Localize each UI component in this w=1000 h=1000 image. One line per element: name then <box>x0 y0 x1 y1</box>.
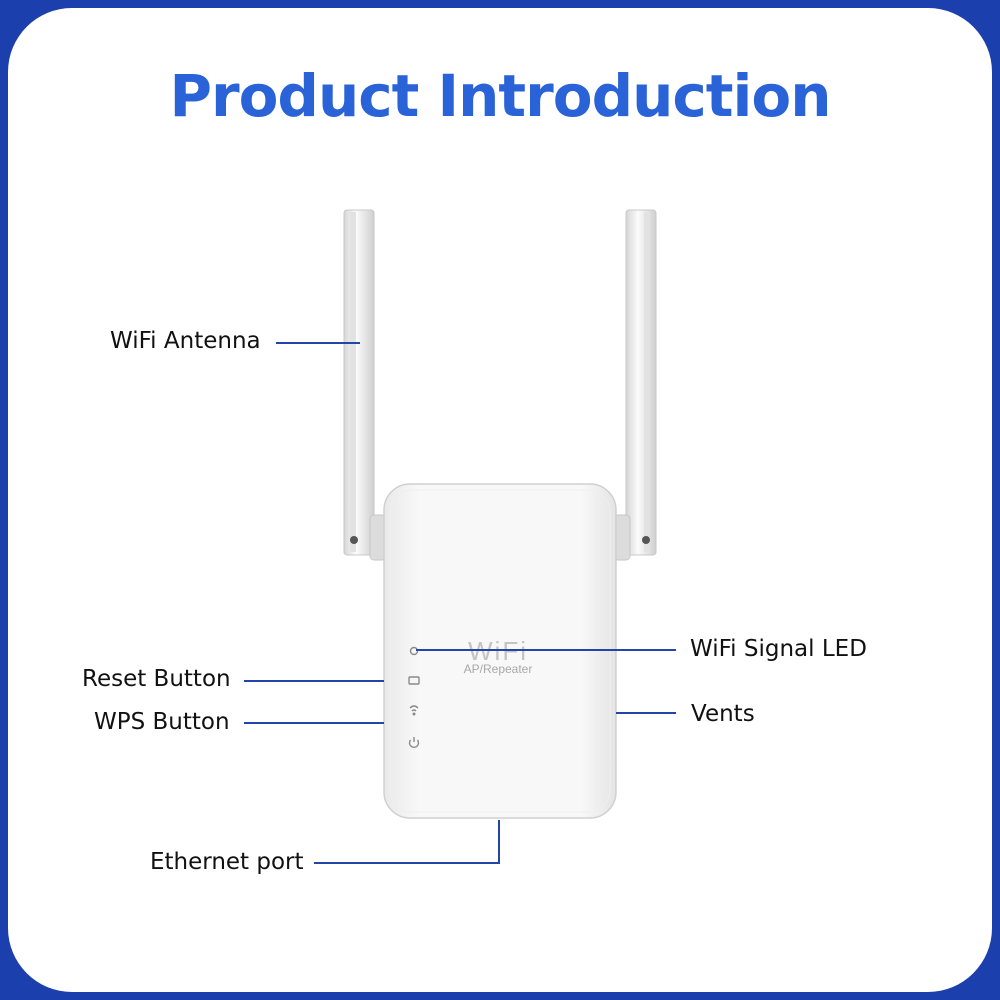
indicator-icons <box>408 646 420 749</box>
right-antenna <box>613 209 657 561</box>
left-antenna <box>343 209 387 561</box>
device-brand-text: WiFi <box>468 636 528 666</box>
leader-line-wifi-signal-led <box>416 649 676 651</box>
leader-line-ethernet-port-vertical <box>498 820 500 864</box>
label-wifi-signal-led: WiFi Signal LED <box>690 636 867 662</box>
label-ethernet-port: Ethernet port <box>150 849 304 875</box>
device-model-text: AP/Repeater <box>464 662 533 676</box>
leader-line-wps-button <box>244 722 384 724</box>
leader-line-wifi-antenna <box>276 342 360 344</box>
device-body <box>383 483 617 819</box>
leader-line-vents <box>616 712 676 714</box>
leader-line-reset-button <box>244 680 384 682</box>
page-title: Product Introduction <box>169 62 831 130</box>
label-reset-button: Reset Button <box>82 666 231 692</box>
label-wifi-antenna: WiFi Antenna <box>110 328 261 354</box>
label-vents: Vents <box>691 701 755 727</box>
leader-line-ethernet-port-horizontal <box>314 862 500 864</box>
label-wps-button: WPS Button <box>94 709 230 735</box>
